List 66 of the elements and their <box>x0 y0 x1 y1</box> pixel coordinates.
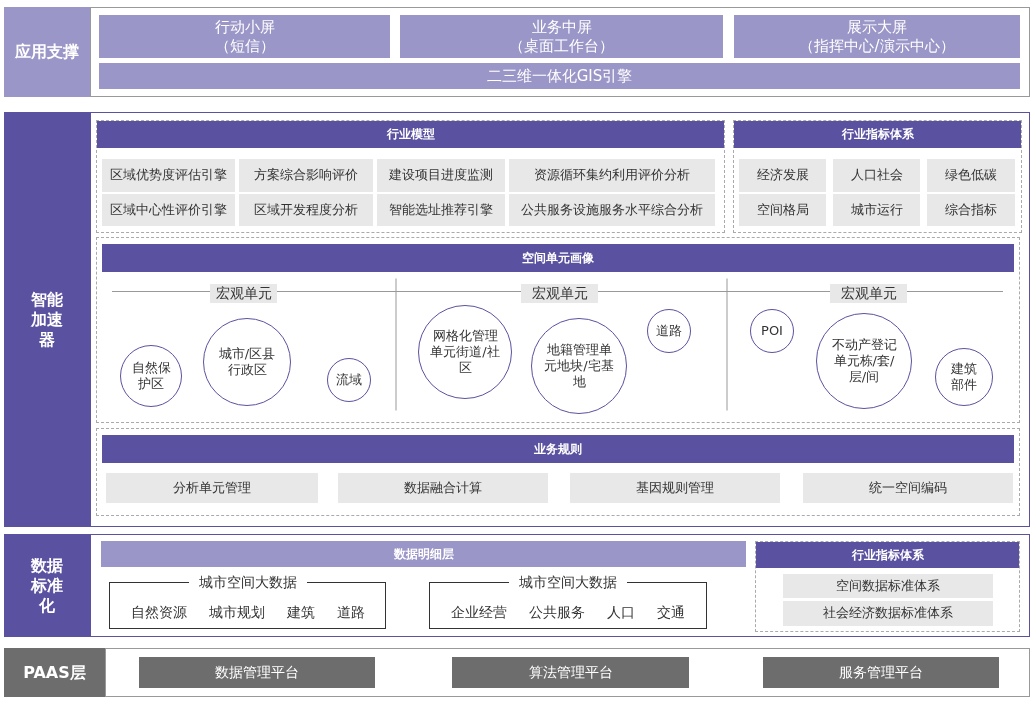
data-item: 人口 <box>607 604 635 622</box>
layer-label: 数据标准化 <box>4 534 90 637</box>
data-group-box <box>109 572 386 629</box>
model-cell: 社会经济数据标准体系 <box>783 601 993 626</box>
unit-circle: 网格化管理单元街道/社区 <box>418 305 512 399</box>
dashed-panel <box>733 120 1022 233</box>
data-item: 道路 <box>336 604 365 622</box>
dashed-panel <box>96 237 1020 423</box>
layer-label: PAAS层 <box>4 648 105 697</box>
unit-circle: 建筑部件 <box>935 348 993 406</box>
model-cell: 人口社会 <box>833 159 920 192</box>
data-item: 建筑 <box>286 604 315 622</box>
panel-header: 空间单元画像 <box>102 244 1014 272</box>
panel-header: 行业模型 <box>97 121 724 148</box>
model-cell: 空间格局 <box>739 194 826 226</box>
data-item: 城市规划 <box>208 604 265 622</box>
module-box: 业务中屏 （桌面工作台） <box>400 15 723 58</box>
model-cell: 统一空间编码 <box>803 473 1013 503</box>
model-cell: 智能选址推荐引擎 <box>377 194 505 226</box>
model-cell: 绿色低碳 <box>927 159 1015 192</box>
model-cell: 区域中心性评价引擎 <box>102 194 235 226</box>
unit-tag: 宏观单元 <box>521 284 598 303</box>
data-item: 自然资源 <box>130 604 187 622</box>
data-item: 企业经营 <box>451 604 507 622</box>
unit-circle: 不动产登记单元栋/套/层/间 <box>816 313 912 409</box>
panel-header: 数据明细层 <box>101 541 746 567</box>
model-cell: 分析单元管理 <box>106 473 318 503</box>
module-box: 展示大屏 （指挥中心/演示中心） <box>734 15 1020 58</box>
data-group-box <box>429 572 707 629</box>
platform-box: 数据管理平台 <box>139 657 375 688</box>
unit-circle: 城市/区县行政区 <box>203 318 291 406</box>
dashed-panel <box>96 120 725 233</box>
layer-label: 应用支撑 <box>4 7 90 97</box>
model-cell: 空间数据标准体系 <box>783 574 993 598</box>
group-title: 城市空间大数据 <box>509 574 627 590</box>
model-cell: 方案综合影响评价 <box>239 159 373 192</box>
unit-circle: 流域 <box>327 358 371 402</box>
unit-circle: POI <box>750 309 794 353</box>
data-item: 交通 <box>657 604 685 622</box>
unit-circle: 地籍管理单元地块/宅基地 <box>531 318 627 414</box>
panel-header: 行业指标体系 <box>756 542 1019 568</box>
data-item: 公共服务 <box>529 604 585 622</box>
model-cell: 建设项目进度监测 <box>377 159 505 192</box>
model-cell: 数据融合计算 <box>338 473 548 503</box>
module-box: 行动小屏 （短信） <box>99 15 390 58</box>
group-title: 城市空间大数据 <box>188 574 307 590</box>
platform-box: 服务管理平台 <box>763 657 999 688</box>
unit-tag: 宏观单元 <box>830 284 907 303</box>
model-cell: 经济发展 <box>739 159 826 192</box>
unit-circle: 自然保护区 <box>120 345 182 407</box>
unit-tag: 宏观单元 <box>210 284 277 303</box>
panel-header: 业务规则 <box>102 435 1014 463</box>
dashed-panel <box>96 428 1020 516</box>
model-cell: 区域优势度评估引擎 <box>102 159 235 192</box>
model-cell: 公共服务设施服务水平综合分析 <box>509 194 715 226</box>
panel-header: 行业指标体系 <box>734 121 1021 148</box>
dashed-panel <box>755 541 1020 632</box>
model-cell: 资源循环集约利用评价分析 <box>509 159 715 192</box>
model-cell: 城市运行 <box>833 194 920 226</box>
unit-circle: 道路 <box>647 309 691 353</box>
model-cell: 基因规则管理 <box>570 473 780 503</box>
layer-label: 智能加速器 <box>4 112 90 527</box>
platform-box: 算法管理平台 <box>452 657 689 688</box>
model-cell: 区域开发程度分析 <box>239 194 373 226</box>
model-cell: 综合指标 <box>927 194 1015 226</box>
module-box: 二三维一体化GIS引擎 <box>99 63 1020 89</box>
